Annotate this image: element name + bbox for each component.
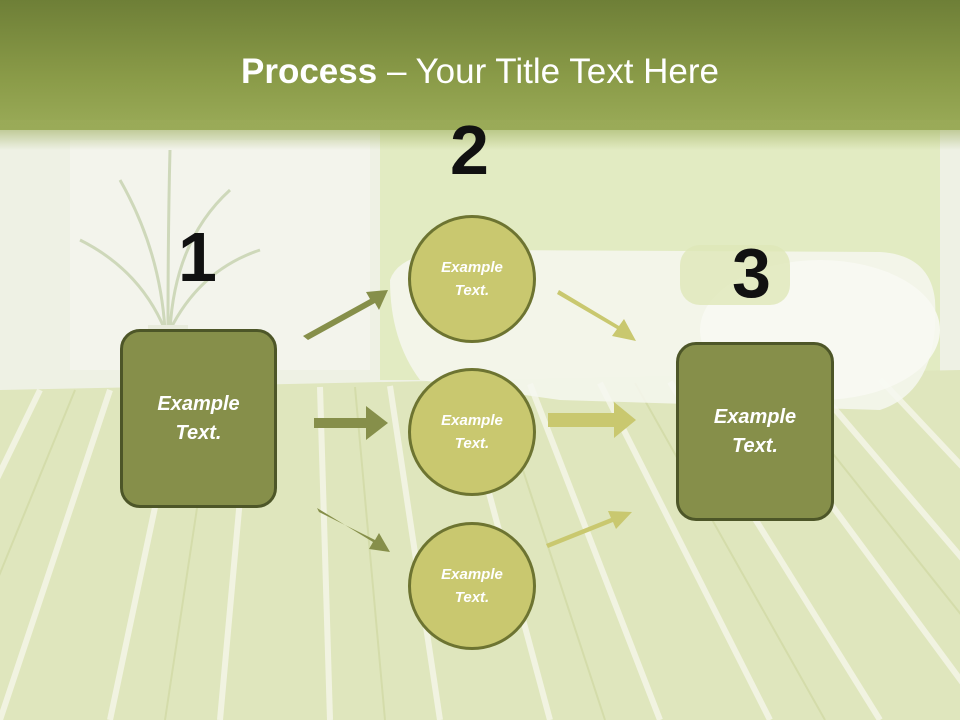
title-bold: Process bbox=[241, 52, 378, 91]
step-1-text: Example Text. bbox=[157, 392, 240, 444]
arrow-top-to-right bbox=[557, 290, 636, 341]
arrow-bottom-to-right bbox=[546, 511, 632, 548]
step-3-text: Example Text. bbox=[713, 405, 797, 457]
arrow-left-to-middle bbox=[314, 406, 388, 440]
step-number-1: 1 bbox=[178, 218, 217, 296]
step-2-circle-bottom: Example Text. bbox=[408, 522, 536, 650]
circle-top-text: Example Text. bbox=[441, 259, 503, 299]
title-rest: – Your Title Text Here bbox=[377, 52, 719, 91]
title-bar bbox=[0, 0, 960, 130]
step-number-3: 3 bbox=[732, 234, 771, 312]
step-2-circle-top: Example Text. bbox=[408, 215, 536, 343]
arrow-left-to-bottom bbox=[317, 508, 390, 552]
circle-middle-text: Example Text. bbox=[441, 412, 503, 452]
circle-bottom-text: Example Text. bbox=[441, 566, 503, 606]
step-2-circle-middle: Example Text. bbox=[408, 368, 536, 496]
title-bar-fade bbox=[0, 120, 960, 150]
step-3-box: Example Text. bbox=[676, 342, 834, 521]
step-number-2: 2 bbox=[450, 111, 489, 189]
step-1-box: Example Text. bbox=[120, 329, 277, 508]
arrow-middle-to-right bbox=[548, 402, 636, 438]
slide-title: Process – Your Title Text Here bbox=[0, 52, 960, 92]
arrow-left-to-top bbox=[303, 290, 388, 340]
